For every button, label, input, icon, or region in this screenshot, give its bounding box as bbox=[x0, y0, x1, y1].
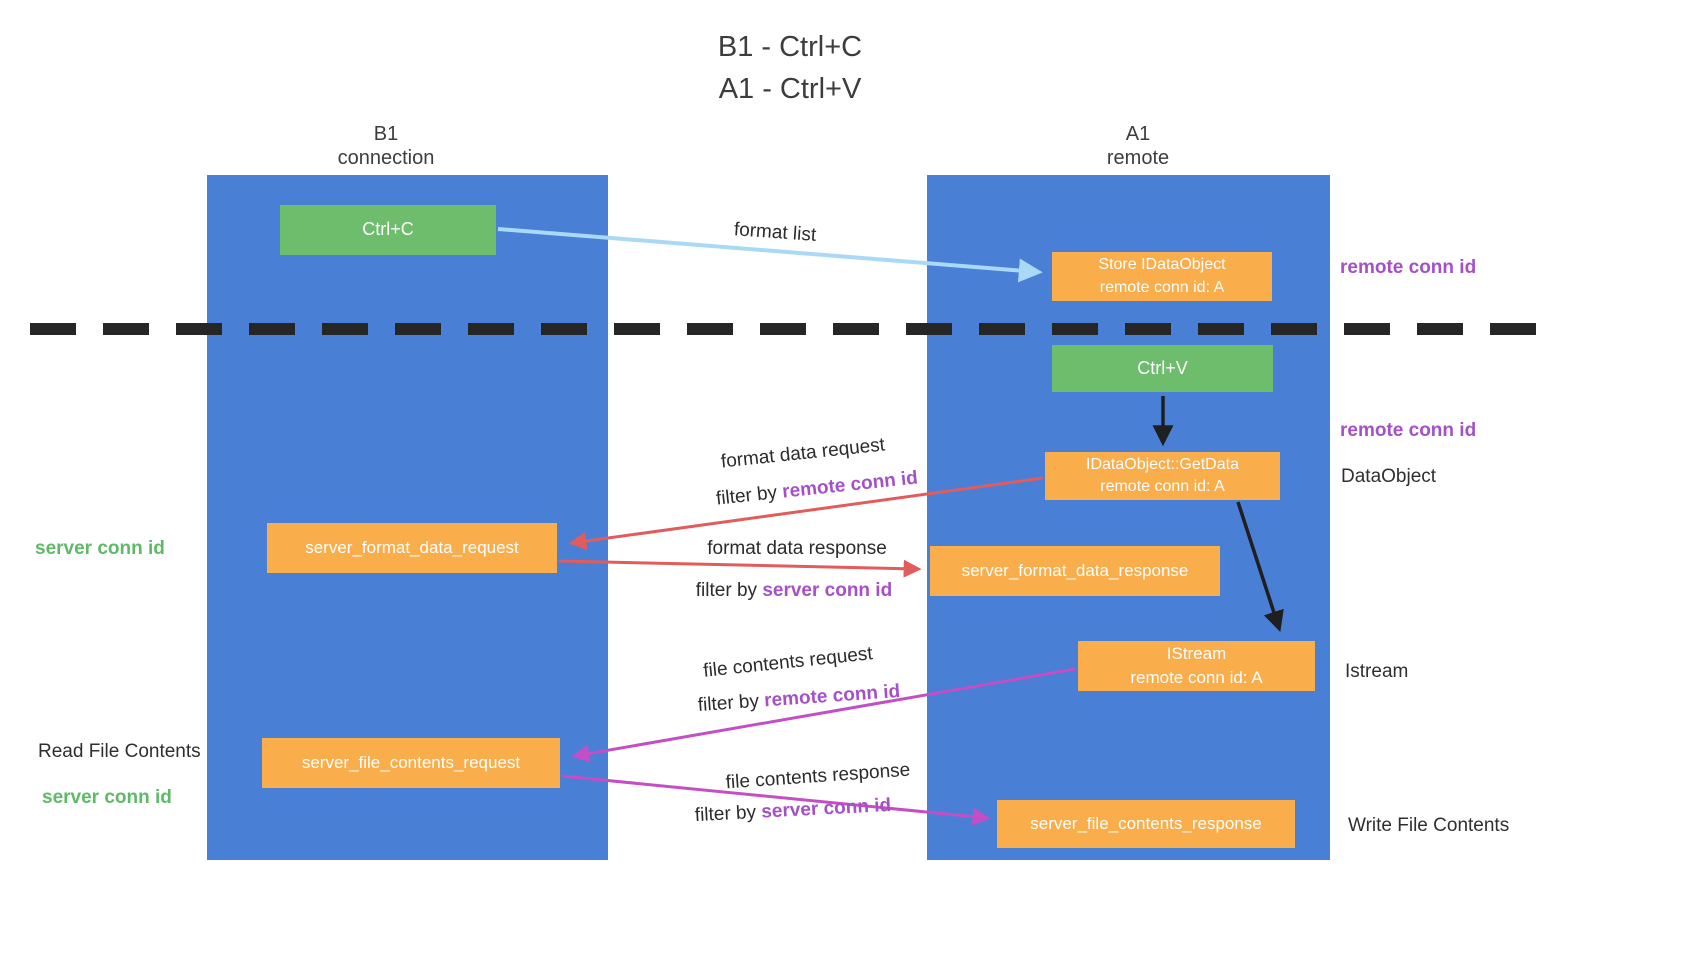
filter-by-remote-1: filter by remote conn id bbox=[701, 466, 932, 512]
node-istream-line2: remote conn id: A bbox=[1130, 668, 1263, 687]
format-data-request-label: format data request bbox=[719, 434, 886, 473]
filter-server-conn-id-1: server conn id bbox=[762, 580, 893, 601]
node-ctrl-c: Ctrl+C bbox=[280, 205, 496, 255]
lane-a1-name: A1 bbox=[1125, 123, 1151, 145]
lane-header-b1: B1 connection bbox=[276, 122, 496, 170]
remote-conn-id-label-top: remote conn id bbox=[1340, 257, 1477, 278]
filter-by-remote-2: filter by remote conn id bbox=[684, 680, 915, 718]
server-conn-id-label-bottom: server conn id bbox=[42, 787, 172, 808]
node-sfcres-label: server_file_contents_response bbox=[1030, 814, 1262, 834]
node-server-file-contents-response: server_file_contents_response bbox=[997, 800, 1295, 848]
filter-remote-conn-id-1: remote conn id bbox=[781, 467, 919, 503]
node-sfdres-label: server_format_data_response bbox=[961, 561, 1189, 581]
dataobject-label: DataObject bbox=[1341, 466, 1437, 487]
node-server-format-data-response: server_format_data_response bbox=[930, 546, 1220, 596]
filter-server-conn-id-2: server conn id bbox=[760, 794, 892, 823]
diagram-title: B1 - Ctrl+C A1 - Ctrl+V bbox=[540, 26, 1040, 110]
filter-by-text-2: filter by bbox=[695, 580, 758, 601]
write-file-contents-label: Write File Contents bbox=[1348, 815, 1510, 836]
node-ctrl-c-label: Ctrl+C bbox=[362, 219, 414, 240]
node-store-line2: remote conn id: A bbox=[1099, 278, 1225, 296]
node-istream-line1: IStream bbox=[1166, 644, 1227, 664]
filter-by-text-4: filter by bbox=[694, 801, 757, 827]
session-divider-line bbox=[30, 323, 1537, 335]
format-list-label: format list bbox=[733, 219, 817, 246]
node-ctrl-v-label: Ctrl+V bbox=[1137, 357, 1188, 378]
lane-b1-name: B1 bbox=[373, 123, 399, 145]
file-contents-request-label: file contents request bbox=[702, 643, 874, 682]
filter-remote-conn-id-2: remote conn id bbox=[763, 680, 901, 712]
node-sfdreq-label: server_format_data_request bbox=[305, 538, 519, 558]
node-store-idataobject: Store IDataObject remote conn id: A bbox=[1052, 252, 1272, 301]
filter-by-text-1: filter by bbox=[715, 482, 779, 510]
title-line-2: A1 - Ctrl+V bbox=[718, 73, 862, 106]
lane-b1-subtitle: connection bbox=[337, 147, 435, 169]
istream-side-label: Istream bbox=[1345, 661, 1409, 682]
title-line-1: B1 - Ctrl+C bbox=[717, 31, 863, 63]
node-server-file-contents-request: server_file_contents_request bbox=[262, 738, 560, 788]
format-data-response-label: format data response bbox=[707, 538, 887, 559]
filter-by-server-2: filter by server conn id bbox=[683, 794, 904, 827]
node-server-format-data-request: server_format_data_request bbox=[267, 523, 557, 573]
read-file-contents-label: Read File Contents bbox=[38, 741, 201, 762]
format-data-response-arrow bbox=[558, 559, 922, 578]
lane-header-a1: A1 remote bbox=[1028, 122, 1248, 170]
filter-by-text-3: filter by bbox=[697, 690, 760, 717]
filter-by-server-1: filter by server conn id bbox=[689, 580, 899, 602]
server-conn-id-label-top: server conn id bbox=[35, 538, 165, 559]
file-contents-response-label: file contents response bbox=[725, 759, 911, 794]
node-istream: IStream remote conn id: A bbox=[1078, 641, 1315, 691]
node-getdata-line2: remote conn id: A bbox=[1100, 478, 1225, 495]
node-ctrl-v: Ctrl+V bbox=[1052, 345, 1273, 392]
node-sfcreq-label: server_file_contents_request bbox=[301, 753, 521, 773]
node-store-line1: Store IDataObject bbox=[1098, 256, 1226, 274]
node-idataobject-getdata: IDataObject::GetData remote conn id: A bbox=[1045, 452, 1280, 500]
node-getdata-line1: IDataObject::GetData bbox=[1086, 455, 1239, 473]
remote-conn-id-label-mid: remote conn id bbox=[1340, 420, 1477, 441]
lane-a1-subtitle: remote bbox=[1106, 147, 1170, 169]
